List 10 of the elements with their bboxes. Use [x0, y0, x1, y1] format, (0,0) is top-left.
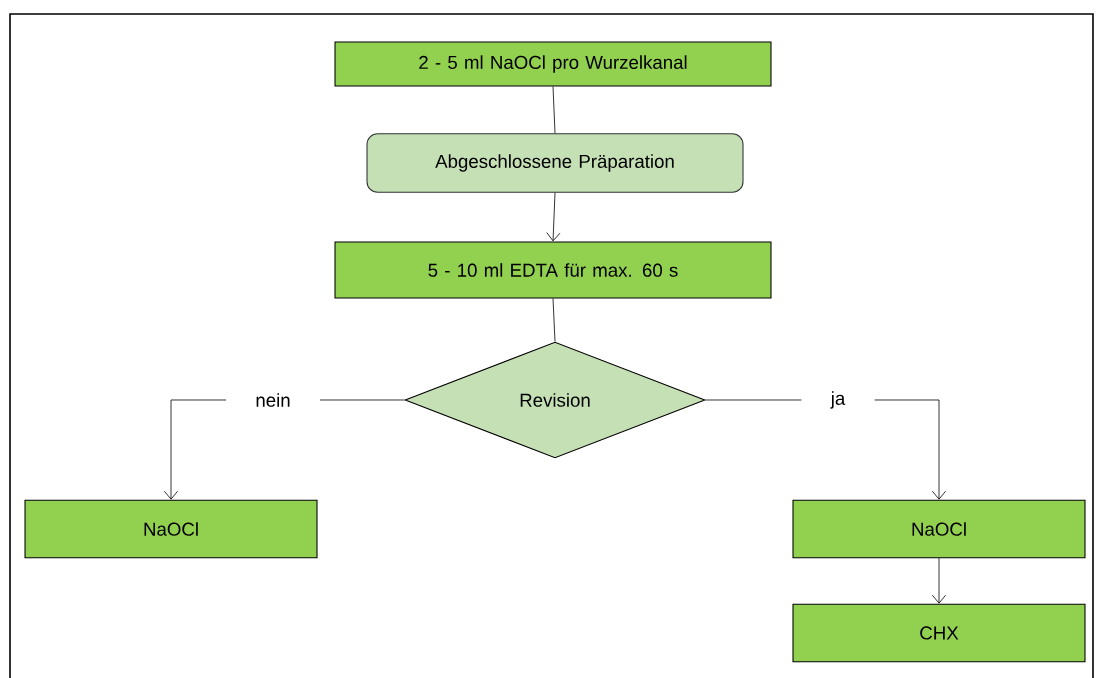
step-box: Abgeschlossene Präparation	[366, 133, 744, 193]
process-box: NaOCl	[792, 499, 1086, 559]
process-box: 5 - 10 ml EDTA für max. 60 s	[334, 241, 772, 299]
arrow	[931, 557, 947, 604]
process-box: 2 - 5 ml NaOCl pro Wurzelkanal	[334, 41, 772, 87]
process-box: NaOCl	[24, 499, 318, 559]
arrow	[546, 192, 561, 242]
edge-label: nein	[226, 387, 320, 413]
process-box: CHX	[792, 603, 1086, 663]
edge-label: ja	[801, 385, 875, 415]
